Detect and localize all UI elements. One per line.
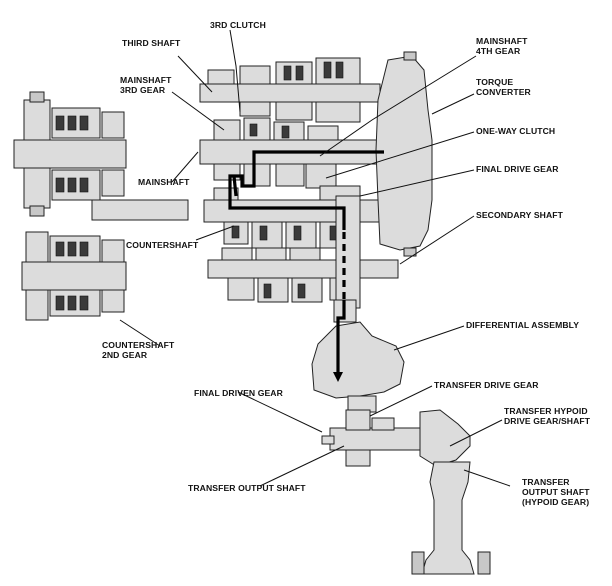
label-transfer-hypoid-line1: TRANSFER HYPOID <box>504 406 588 416</box>
label-3rd-clutch: 3RD CLUTCH <box>210 20 266 30</box>
label-transfer-output-hypoid-line1: TRANSFER <box>522 477 570 487</box>
label-torque-converter-line2: CONVERTER <box>476 87 532 97</box>
label-secondary-shaft: SECONDARY SHAFT <box>476 210 564 220</box>
label-mainshaft-3rd-gear-line1: MAINSHAFT <box>120 75 172 85</box>
label-final-drive-gear: FINAL DRIVE GEAR <box>476 164 559 174</box>
label-final-driven-gear: FINAL DRIVEN GEAR <box>194 388 284 398</box>
label-torque-converter-line1: TORQUE <box>476 77 513 87</box>
label-transfer-output-hypoid-line2: OUTPUT SHAFT <box>522 487 590 497</box>
third-shaft-assembly <box>199 57 381 123</box>
label-transfer-output-hypoid-line3: (HYPOID GEAR) <box>522 497 589 507</box>
power-flow-arrowhead <box>333 372 343 382</box>
leader-lines <box>119 29 511 487</box>
label-transfer-hypoid-line2: DRIVE GEAR/SHAFT <box>504 416 591 426</box>
power-flow-path <box>228 150 384 382</box>
label-countershaft-2nd-gear-line1: COUNTERSHAFT <box>102 340 175 350</box>
left-upper-clutch-assembly <box>13 91 127 217</box>
torque-converter-hub <box>403 51 417 61</box>
label-countershaft: COUNTERSHAFT <box>126 240 199 250</box>
label-mainshaft: MAINSHAFT <box>138 177 190 187</box>
label-third-shaft: THIRD SHAFT <box>122 38 181 48</box>
transfer-assembly <box>321 409 471 467</box>
label-mainshaft-4th-gear-line1: MAINSHAFT <box>476 36 528 46</box>
secondary-shaft-assembly <box>207 247 399 303</box>
label-transfer-output-shaft: TRANSFER OUTPUT SHAFT <box>188 483 306 493</box>
label-mainshaft-3rd-gear-line2: 3RD GEAR <box>120 85 166 95</box>
label-one-way-clutch: ONE-WAY CLUTCH <box>476 126 555 136</box>
label-mainshaft-4th-gear-line2: 4TH GEAR <box>476 46 521 56</box>
label-transfer-drive-gear: TRANSFER DRIVE GEAR <box>434 380 539 390</box>
left-lower-clutch-assembly <box>21 231 127 321</box>
idler-shaft <box>91 199 189 221</box>
label-countershaft-2nd-gear-line2: 2ND GEAR <box>102 350 148 360</box>
label-differential-assembly: DIFFERENTIAL ASSEMBLY <box>466 320 579 330</box>
differential-assembly <box>311 321 405 399</box>
transfer-output-shaft-hypoid <box>411 461 491 575</box>
final-drive-gear <box>335 195 361 309</box>
torque-converter <box>375 55 433 251</box>
